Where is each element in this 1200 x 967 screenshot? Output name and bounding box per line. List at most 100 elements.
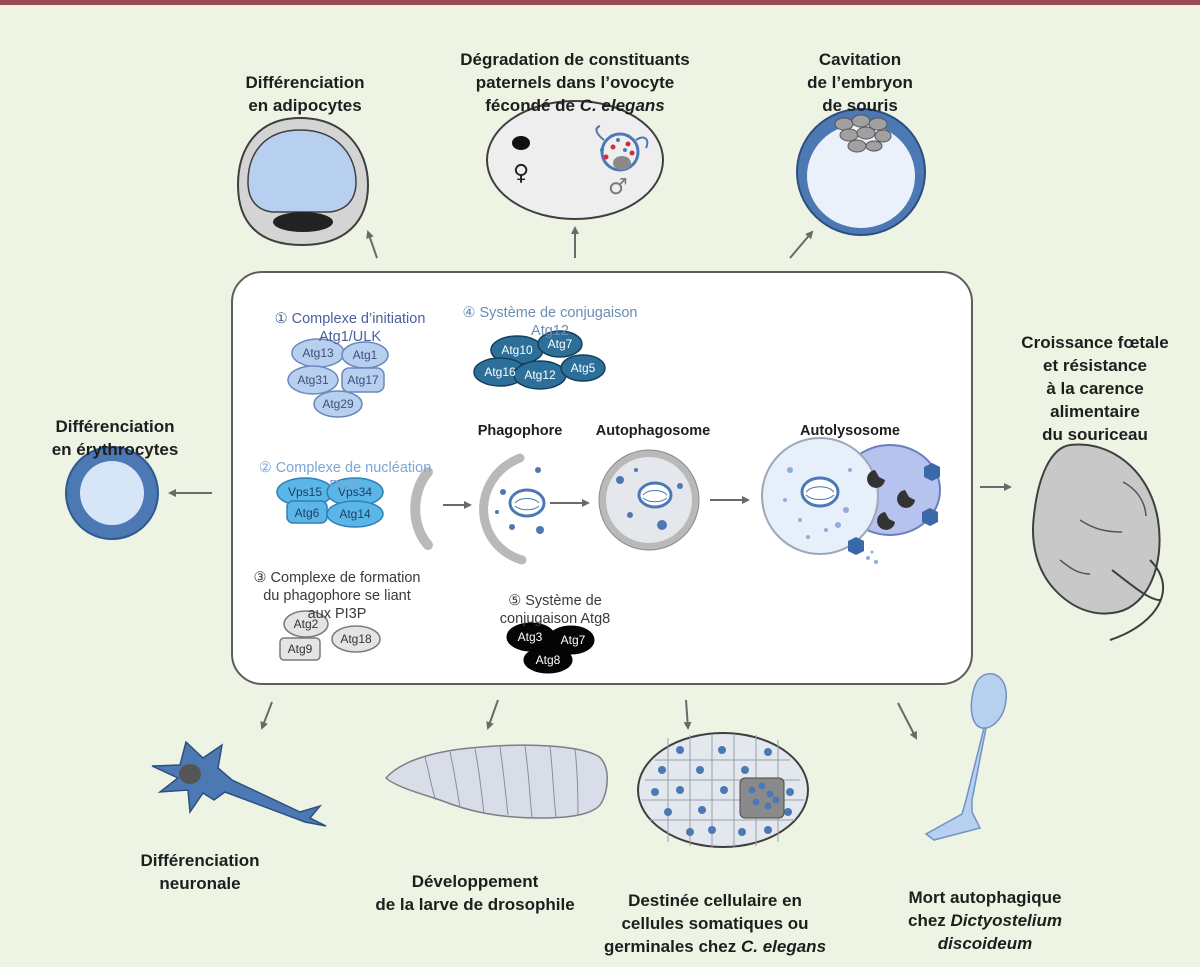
label-mort: Mort autophagique chez Dictyostelium dis… xyxy=(870,863,1100,955)
complex-1-proteins xyxy=(287,338,389,418)
male-symbol: ♂ xyxy=(608,175,628,200)
label-mort-species: discoideum xyxy=(937,934,1033,953)
protein-atg7 xyxy=(537,330,583,358)
mouse-embryo-illustration xyxy=(796,108,926,236)
label-destinee: Destinée cellulaire en cellules somatiqu… xyxy=(585,866,845,958)
oocyte-illustration xyxy=(486,100,664,220)
protein-atg5 xyxy=(560,354,606,382)
top-accent-bar xyxy=(0,0,1200,5)
complex-2-title: ② Complexe de nucléation PI3K xyxy=(240,441,450,495)
neuron-nucleus xyxy=(179,764,201,784)
complex-1-labels: Atg13 Atg1 Atg31 Atg17 Atg29 xyxy=(297,346,379,411)
protein-atg18 xyxy=(331,625,381,653)
mouse-fetus-illustration xyxy=(1032,443,1164,641)
label-erythrocytes-line2: en érythrocytes xyxy=(51,440,179,459)
label-destinee-species: C. elegans xyxy=(740,937,827,956)
label-drosophile-line2: de la larve de drosophile xyxy=(375,895,575,914)
label-neuronale: Différenciation neuronale xyxy=(120,826,280,895)
label-croissance: Croissance fœtale et résistance à la car… xyxy=(995,308,1195,446)
complex-4-proteins xyxy=(473,330,606,390)
neuron-illustration xyxy=(151,740,327,827)
complex-3-proteins xyxy=(279,610,381,661)
label-croissance-line3: à la carence xyxy=(1046,379,1144,398)
stage-phagophore: Phagophore xyxy=(477,423,563,439)
label-croissance-line5: du souriceau xyxy=(1042,425,1148,444)
label-atg14: Atg14 xyxy=(339,507,371,521)
label-croissance-line1: Croissance fœtale xyxy=(1021,333,1169,352)
erythrocyte-illustration xyxy=(65,446,159,540)
label-neuronale-line1: Différenciation xyxy=(140,851,260,870)
central-panel xyxy=(231,271,973,685)
complex-2-title-line1: ② Complexe de nucléation xyxy=(258,460,432,476)
complex-3-title-line2: du phagophore se liant xyxy=(263,588,411,604)
larva-illustration xyxy=(384,744,608,819)
protein-atg7-c5 xyxy=(547,625,595,655)
label-atg17: Atg17 xyxy=(347,373,379,387)
complex-3-title: ③ Complexe de formation du phagophore se… xyxy=(237,551,437,623)
complex-5-proteins xyxy=(506,622,595,674)
complex-2-proteins xyxy=(276,477,384,528)
label-atg6: Atg6 xyxy=(295,506,320,520)
label-atg31: Atg31 xyxy=(297,373,329,387)
complex-5-title: ⑤ Système de conjugaison Atg8 xyxy=(470,574,640,628)
label-adipocytes: Différenciation en adipocytes xyxy=(215,48,395,117)
label-cavitation-line3: de souris xyxy=(822,96,898,115)
label-atg13: Atg13 xyxy=(302,346,334,360)
label-mort-genus: Dictyostelium xyxy=(950,911,1062,930)
protein-atg17 xyxy=(341,367,385,393)
label-oocyte-line3-prefix: fécondé de xyxy=(485,96,580,115)
label-destinee-line2: cellules somatiques ou xyxy=(621,914,809,933)
label-adipocytes-line1: Différenciation xyxy=(245,73,365,92)
label-atg1: Atg1 xyxy=(353,348,378,362)
label-atg18: Atg18 xyxy=(340,632,372,646)
label-atg16: Atg16 xyxy=(484,365,516,379)
label-cavitation-line2: de l’embryon xyxy=(807,73,913,92)
label-vps15: Vps15 xyxy=(288,485,322,499)
complex-5-labels: Atg3 Atg7 Atg8 xyxy=(518,630,586,667)
label-adipocytes-line2: en adipocytes xyxy=(248,96,362,115)
complex-1-title: ① Complexe d’initiation Atg1/ULK xyxy=(250,292,450,346)
label-atg8: Atg8 xyxy=(536,653,561,667)
label-drosophile-line1: Développement xyxy=(411,872,539,891)
label-cavitation-line1: Cavitation xyxy=(818,50,902,69)
label-neuronale-line2: neuronale xyxy=(159,874,241,893)
complex-4-title: ④ Système de conjugaison Atg12 xyxy=(445,286,655,340)
stage-autophagosome: Autophagosome xyxy=(595,423,711,439)
label-atg12: Atg12 xyxy=(524,368,556,382)
label-mort-line1: Mort autophagique xyxy=(908,888,1062,907)
label-destinee-line3-prefix: germinales chez xyxy=(603,937,741,956)
dictyostelium-illustration xyxy=(924,673,1007,841)
label-atg3: Atg3 xyxy=(518,630,543,644)
complex-4-title-line2: Atg12 xyxy=(531,323,569,339)
complex-3-labels: Atg2 Atg18 Atg9 xyxy=(288,617,372,656)
autolysosome-illustration xyxy=(761,437,941,564)
label-oocyte-line1: Dégradation de constituants xyxy=(460,50,690,69)
label-oocyte-line2: paternels dans l’ovocyte xyxy=(475,73,675,92)
protein-atg9 xyxy=(279,637,321,661)
label-atg7-c4: Atg7 xyxy=(548,337,573,351)
protein-atg31 xyxy=(287,365,339,395)
label-croissance-line2: et résistance xyxy=(1043,356,1147,375)
complex-2-labels: Vps15 Vps34 Atg6 Atg14 xyxy=(288,485,372,521)
label-vps34: Vps34 xyxy=(338,485,372,499)
protein-atg29 xyxy=(313,390,363,418)
label-erythrocytes: Différenciation en érythrocytes xyxy=(30,392,200,461)
label-mort-line2: chez Dictyostelium xyxy=(908,911,1062,930)
complex-5-title-line2: conjugaison Atg8 xyxy=(499,611,611,627)
label-mort-line2-prefix: chez xyxy=(907,911,951,930)
complex-1-title-line2: Atg1/ULK xyxy=(318,329,382,345)
complex-4-labels: Atg10 Atg7 Atg16 Atg12 Atg5 xyxy=(484,337,595,382)
label-destinee-line3: germinales chez C. elegans xyxy=(604,937,826,956)
label-drosophile: Développement de la larve de drosophile xyxy=(345,847,605,916)
stage-autolysosome: Autolysosome xyxy=(800,423,900,439)
complex-1-title-line1: ① Complexe d’initiation xyxy=(274,311,426,327)
label-atg10: Atg10 xyxy=(501,343,533,357)
protein-atg14 xyxy=(326,500,384,528)
label-cavitation: Cavitation de l’embryon de souris xyxy=(770,25,950,117)
label-oocyte-species: C. elegans xyxy=(579,96,665,115)
label-oocyte-line3: fécondé de C. elegans xyxy=(485,96,665,115)
adipocyte-illustration xyxy=(236,116,370,247)
celegans-embryo-illustration xyxy=(637,732,809,848)
